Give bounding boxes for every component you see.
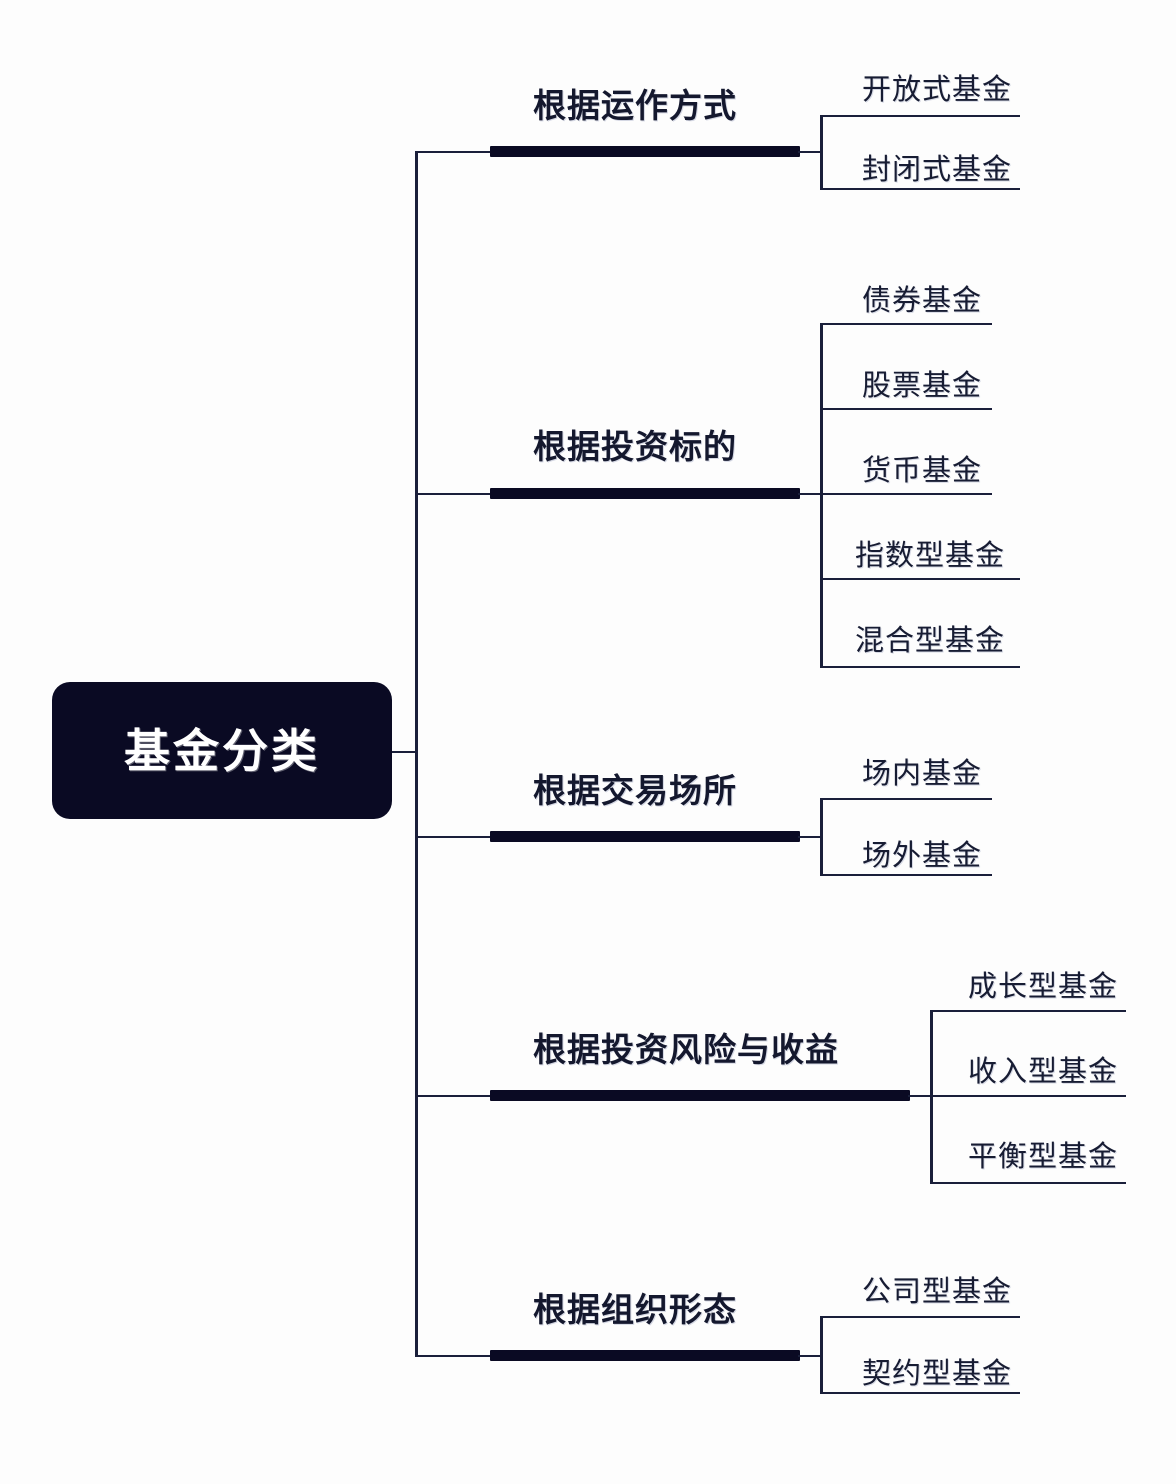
branch-bar-2 [490, 488, 800, 499]
branch-tail-5 [798, 1355, 822, 1357]
child-underline-4-1 [930, 1095, 1126, 1097]
branch-bar-5 [490, 1350, 800, 1361]
child-underline-2-3 [820, 578, 1020, 580]
branch-lead-1 [415, 151, 493, 153]
child-label-2-3[interactable]: 指数型基金 [855, 540, 1006, 572]
branch-lead-5 [415, 1355, 493, 1357]
main-spine [415, 151, 418, 1357]
branch-label-2[interactable]: 根据投资标的 [533, 428, 737, 465]
child-underline-1-0 [820, 115, 1020, 117]
child-spine-4 [930, 1010, 933, 1184]
branch-label-5[interactable]: 根据组织形态 [533, 1291, 737, 1328]
branch-lead-2 [415, 493, 493, 495]
branch-label-3[interactable]: 根据交易场所 [533, 772, 737, 809]
branch-lead-4 [415, 1095, 493, 1097]
branch-tail-2 [798, 493, 822, 495]
root-node-label: 基金分类 [124, 724, 320, 777]
child-label-3-1[interactable]: 场外基金 [862, 840, 983, 872]
branch-bar-1 [490, 146, 800, 157]
child-spine-5 [820, 1316, 823, 1392]
child-underline-4-2 [930, 1182, 1126, 1184]
child-label-5-0[interactable]: 公司型基金 [862, 1276, 1013, 1308]
branch-lead-3 [415, 836, 493, 838]
branch-bar-4 [490, 1090, 910, 1101]
child-label-5-1[interactable]: 契约型基金 [862, 1358, 1013, 1390]
child-underline-2-4 [820, 666, 1020, 668]
child-underline-5-0 [820, 1316, 1020, 1318]
branch-label-1[interactable]: 根据运作方式 [533, 87, 737, 124]
child-spine-1 [820, 115, 823, 189]
child-underline-2-1 [820, 408, 992, 410]
branch-tail-1 [798, 151, 822, 153]
branch-label-4[interactable]: 根据投资风险与收益 [533, 1031, 839, 1068]
child-underline-5-1 [820, 1392, 1020, 1394]
child-label-1-0[interactable]: 开放式基金 [862, 74, 1013, 106]
child-underline-3-1 [820, 874, 992, 876]
child-label-4-2[interactable]: 平衡型基金 [968, 1141, 1119, 1173]
child-spine-3 [820, 798, 823, 874]
child-label-2-2[interactable]: 货币基金 [862, 455, 983, 487]
child-label-2-0[interactable]: 债券基金 [862, 285, 983, 317]
child-underline-2-2 [820, 493, 992, 495]
child-underline-1-1 [820, 188, 1020, 190]
child-label-3-0[interactable]: 场内基金 [862, 758, 983, 790]
child-label-4-1[interactable]: 收入型基金 [968, 1056, 1119, 1088]
branch-tail-3 [798, 836, 822, 838]
child-underline-4-0 [930, 1010, 1126, 1012]
child-label-1-1[interactable]: 封闭式基金 [862, 154, 1013, 186]
child-underline-2-0 [820, 323, 992, 325]
root-node[interactable]: 基金分类 [52, 682, 392, 819]
root-connector [392, 751, 417, 753]
child-underline-3-0 [820, 798, 992, 800]
branch-tail-4 [908, 1095, 932, 1097]
child-label-2-4[interactable]: 混合型基金 [855, 625, 1006, 657]
branch-bar-3 [490, 831, 800, 842]
child-label-4-0[interactable]: 成长型基金 [968, 971, 1119, 1003]
child-label-2-1[interactable]: 股票基金 [862, 370, 983, 402]
